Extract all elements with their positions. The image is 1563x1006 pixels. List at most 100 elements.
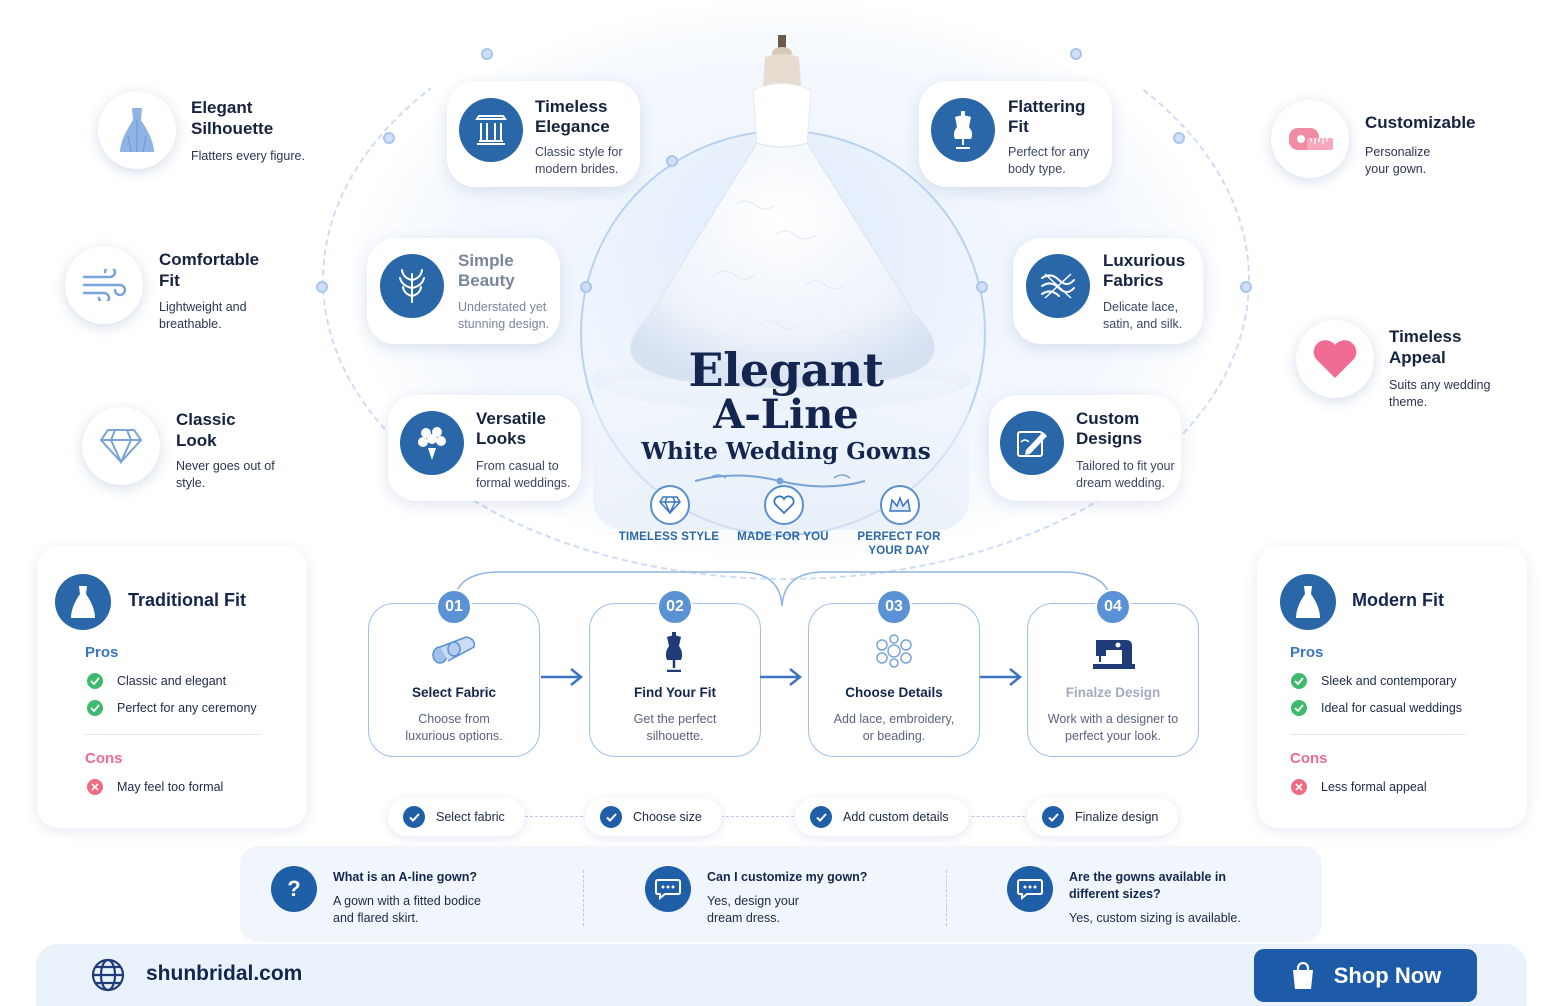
feature-desc: Perfect for any body type.: [1008, 145, 1090, 176]
badge-made-for-you: MADE FOR YOU: [737, 531, 829, 543]
faq-separator: [946, 870, 947, 926]
pro-item: Sleek and contemporary: [1291, 673, 1457, 689]
step-desc: Get the perfect silhouette.: [633, 712, 717, 743]
arrow-icon: [760, 666, 804, 688]
step-title: Finalze Design: [1065, 685, 1161, 700]
side-feature-icon: [1271, 100, 1349, 178]
shop-now-button[interactable]: Shop Now: [1254, 949, 1477, 1002]
ring-dot: [316, 281, 328, 293]
side-feature-title: Elegant Silhouette: [191, 98, 274, 138]
x-icon: [1291, 779, 1307, 795]
faq-question: Are the gowns available in different siz…: [1069, 870, 1226, 901]
pro-item: Perfect for any ceremony: [87, 700, 257, 716]
feature-title: Timeless Elegance: [535, 97, 610, 136]
step-title: Choose Details: [845, 685, 943, 700]
fabric-roll-icon: [430, 633, 478, 674]
step-desc: Add lace, embroidery, or beading.: [833, 712, 955, 743]
check-icon: [87, 673, 103, 689]
lace-icon: [872, 633, 916, 674]
feature-desc: Understated yet stunning design.: [458, 300, 550, 331]
wind-icon: [82, 269, 126, 301]
side-feature-desc: Personalize your gown.: [1365, 145, 1431, 176]
step-title: Find Your Fit: [634, 685, 716, 700]
step-desc: Choose from luxurious options.: [405, 712, 503, 743]
leaf-icon: [380, 254, 444, 318]
badge-perfect-for-your-day: PERFECT FOR YOUR DAY: [857, 531, 941, 557]
check-icon: [810, 806, 832, 828]
dress-form-icon: [663, 632, 685, 677]
cons-heading: Cons: [85, 750, 123, 767]
step-number: 02: [657, 589, 693, 625]
feature-title: Luxurious Fabrics: [1103, 251, 1186, 290]
side-feature-icon: [65, 246, 143, 324]
check-icon: [1291, 700, 1307, 716]
side-feature-title: Classic Look: [176, 410, 236, 450]
feature-title: Flattering Fit: [1008, 97, 1086, 136]
diamond-icon: [99, 429, 143, 464]
feature-desc: Tailored to fit your dream wedding.: [1076, 459, 1175, 490]
dress-icon: [120, 108, 154, 153]
globe-icon: [90, 957, 126, 998]
ring-dot: [1240, 281, 1252, 293]
mannequin-icon: [931, 98, 995, 162]
ring-dot: [1173, 132, 1185, 144]
checklist-select-fabric: Select fabric: [388, 798, 525, 836]
divider: [1290, 734, 1466, 735]
step-card-2: [589, 603, 761, 757]
faq-question: Can I customize my gown?: [707, 870, 868, 884]
checklist-choose-size: Choose size: [585, 798, 722, 836]
check-icon: [600, 806, 622, 828]
dress-icon: [55, 574, 111, 630]
pros-heading: Pros: [1290, 644, 1324, 661]
dress-icon: [1280, 574, 1336, 630]
feature-desc: From casual to formal weddings.: [476, 459, 571, 490]
website-link[interactable]: shunbridal.com: [146, 962, 303, 985]
con-item: Less formal appeal: [1291, 779, 1427, 795]
check-icon: [1042, 806, 1064, 828]
faq-answer: Yes, custom sizing is available.: [1069, 911, 1241, 925]
check-icon: [87, 700, 103, 716]
column-icon: [459, 98, 523, 162]
sewing-machine-icon: [1092, 634, 1136, 675]
feature-title: Custom Designs: [1076, 409, 1143, 448]
ring-dot: [976, 281, 988, 293]
feature-title: Simple Beauty: [458, 251, 515, 290]
ring-dot: [481, 48, 493, 60]
step-number: 04: [1095, 589, 1131, 625]
heart-icon: [1313, 340, 1357, 378]
arrow-icon: [541, 666, 585, 688]
pro-item: Classic and elegant: [87, 673, 226, 689]
checklist-connector: [520, 816, 1040, 818]
headline-subtitle: White Wedding Gowns: [641, 438, 931, 465]
ornament-divider: [690, 470, 870, 492]
x-icon: [87, 779, 103, 795]
design-icon: [1000, 411, 1064, 475]
side-feature-title: Timeless Appeal: [1389, 327, 1462, 367]
faq-separator: [583, 870, 584, 926]
headline-line1: Elegant: [688, 343, 884, 397]
step-number: 03: [876, 589, 912, 625]
step-connector: [440, 570, 1130, 610]
chat-icon: [1007, 866, 1053, 912]
badge-timeless-style: TIMELESS STYLE: [618, 531, 720, 543]
side-feature-title: Comfortable Fit: [159, 250, 260, 290]
side-feature-desc: Never goes out of style.: [176, 459, 275, 490]
side-feature-desc: Lightweight and breathable.: [159, 300, 247, 331]
check-icon: [403, 806, 425, 828]
wedding-gown-image: [585, 35, 985, 555]
arrow-icon: [980, 666, 1024, 688]
ring-dot: [383, 132, 395, 144]
ring-dot: [580, 281, 592, 293]
faq-question: What is an A-line gown?: [333, 870, 477, 884]
pro-item: Ideal for casual weddings: [1291, 700, 1462, 716]
traditional-fit-panel: Traditional Fit Pros Classic and elegant…: [37, 546, 307, 828]
fabric-icon: [1026, 254, 1090, 318]
side-feature-icon: [98, 91, 176, 169]
ring-dot: [666, 155, 678, 167]
step-card-1: [368, 603, 540, 757]
measuring-tape-icon: [1289, 128, 1333, 150]
crown-icon: [880, 485, 920, 525]
panel-title: Traditional Fit: [128, 590, 247, 610]
faq-answer: Yes, design your dream dress.: [707, 894, 799, 925]
panel-title: Modern Fit: [1352, 590, 1444, 610]
